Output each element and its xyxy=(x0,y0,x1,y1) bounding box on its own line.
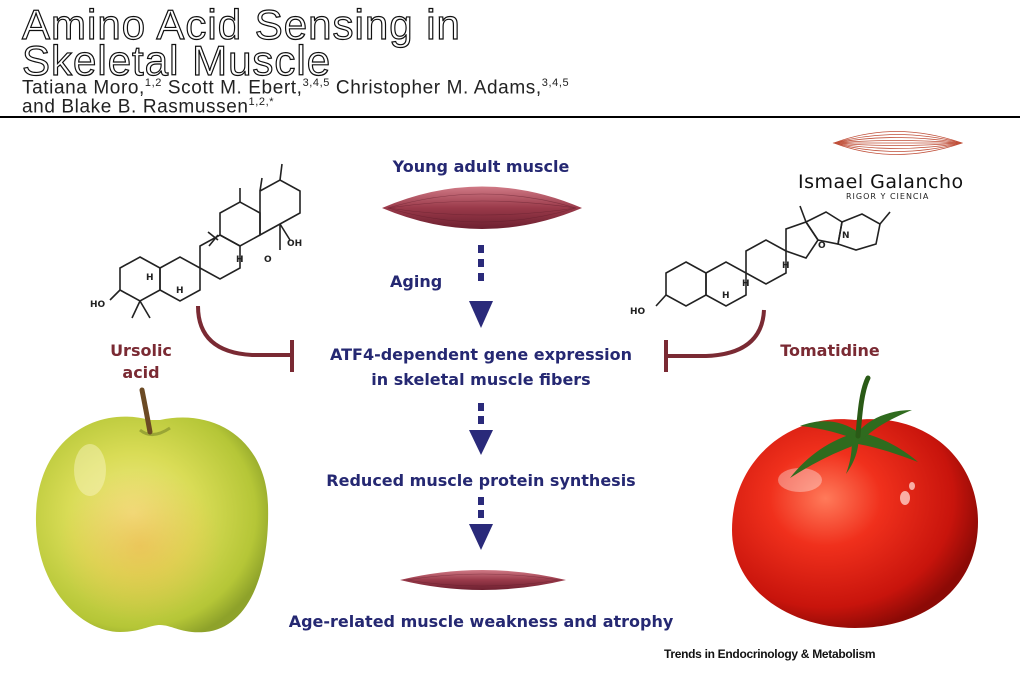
atrophied-muscle-icon xyxy=(400,570,566,590)
chem-label-h: H xyxy=(742,279,750,289)
tomatidine-inhibition-arrow xyxy=(664,309,766,372)
chem-label-h: H xyxy=(782,261,790,271)
chem-label-o: O xyxy=(264,255,272,265)
chem-label-h: H xyxy=(722,291,730,301)
step-reduced-synthesis: Reduced muscle protein synthesis xyxy=(326,471,636,490)
ursolic-acid-label: Ursolic acid xyxy=(96,340,186,384)
step-aging: Aging xyxy=(390,272,443,291)
author-affiliation: 3,4,5 xyxy=(302,77,331,89)
apple-image xyxy=(35,387,269,633)
journal-credit: Trends in Endocrinology & Metabolism xyxy=(664,647,876,661)
paper-title-line1: Amino Acid Sensing in xyxy=(21,1,461,48)
step-young-muscle: Young adult muscle xyxy=(392,157,570,176)
ursolic-inhibition-arrow xyxy=(196,305,294,372)
chem-label-oh: OH xyxy=(287,239,302,249)
chem-label-n: N xyxy=(842,231,850,241)
step-atf4-line2: in skeletal muscle fibers xyxy=(371,370,591,389)
flow-arrow-3 xyxy=(469,497,493,550)
authors-line2: and Blake B. Rasmussen1,2,* xyxy=(22,96,274,118)
chem-label-ho: HO xyxy=(630,307,646,317)
paper-header: Amino Acid Sensing in Skeletal Muscle Ta… xyxy=(0,0,1020,118)
chem-label-ho: HO xyxy=(90,300,106,310)
paper-title-line2: Skeletal Muscle xyxy=(21,37,332,84)
step-weakness-atrophy: Age-related muscle weakness and atrophy xyxy=(288,612,674,631)
tomatidine-label: Tomatidine xyxy=(780,341,880,360)
author-affiliation: 1,2,* xyxy=(248,96,275,108)
author-affiliation: 1,2 xyxy=(144,77,163,89)
ursolic-acid-label-line1: Ursolic xyxy=(110,341,172,360)
logo-name: Ismael Galancho xyxy=(798,171,964,193)
author-affiliation: 3,4,5 xyxy=(541,77,570,89)
logo-tagline: RIGOR Y CIENCIA xyxy=(846,192,930,201)
tomatidine-structure: HO O N H H H xyxy=(630,205,891,317)
chem-label-h: H xyxy=(176,286,184,296)
author-name: Tatiana Moro, xyxy=(22,77,145,99)
ursolic-acid-label-line2: acid xyxy=(122,363,160,382)
authors-line1: Tatiana Moro,1,2 Scott M. Ebert,3,4,5 Ch… xyxy=(22,77,569,99)
author-name: Christopher M. Adams, xyxy=(335,77,542,99)
logo-muscle-icon xyxy=(832,131,964,155)
author-name: Scott M. Ebert, xyxy=(167,77,303,99)
author-name: and Blake B. Rasmussen xyxy=(22,96,249,118)
young-muscle-icon xyxy=(382,186,582,229)
chem-label-o: O xyxy=(818,241,826,251)
flow-arrow-2 xyxy=(469,403,493,455)
chem-label-h: H xyxy=(146,273,154,283)
tomato-image xyxy=(732,375,978,628)
chem-label-h: H xyxy=(236,255,244,265)
step-atf4-line1: ATF4-dependent gene expression xyxy=(329,345,633,364)
flow-arrow-1 xyxy=(469,245,493,328)
ursolic-acid-structure: HO OH O H H H xyxy=(90,163,302,319)
